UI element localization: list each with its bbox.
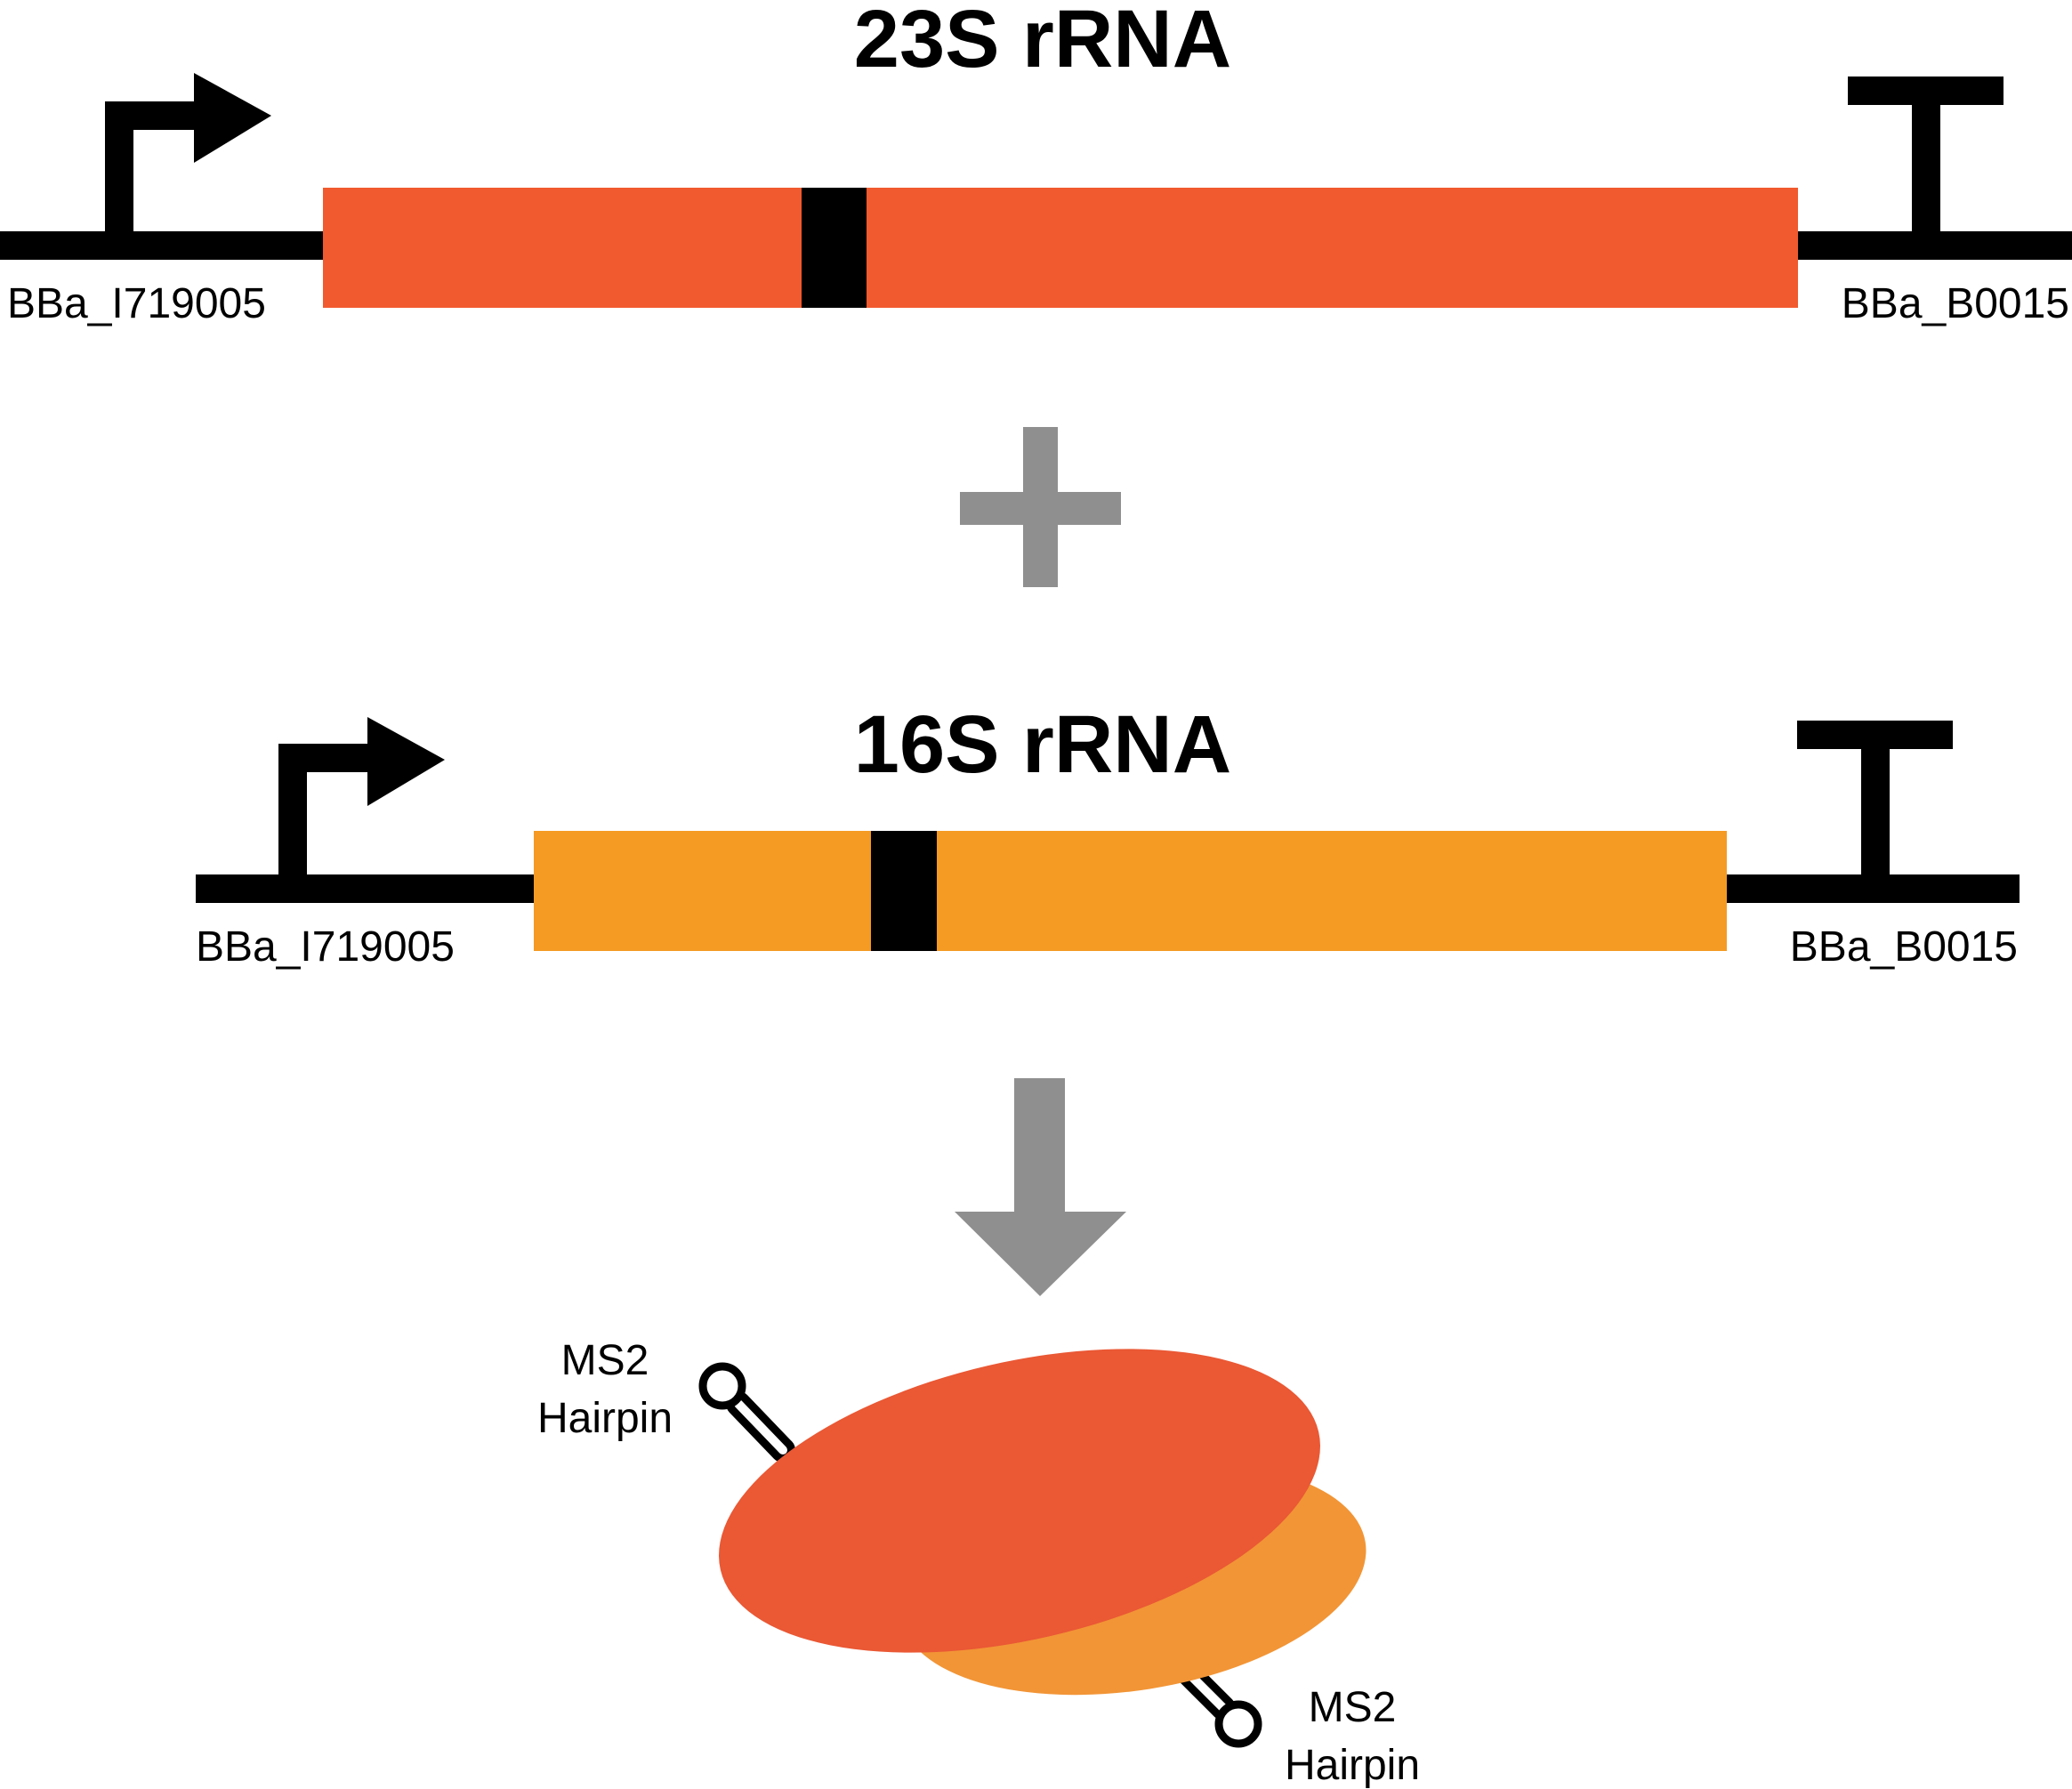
rrna-16s-gene <box>534 831 1727 951</box>
ms2-hairpin-bottom-label-line2: Hairpin <box>1285 1742 1420 1789</box>
construct-23s-title: 23S rRNA <box>854 0 1231 85</box>
ms2-hairpin-bottom-label-line1: MS2 <box>1309 1684 1397 1731</box>
construct-23s: 23S rRNA BBa_I719005 BBa_B0015 <box>0 0 2072 327</box>
rrna-16s-insert-marker <box>871 831 937 951</box>
dna-backbone-16s-left <box>196 874 536 903</box>
terminator-icon <box>1848 77 2003 246</box>
ribosome-large-subunit <box>719 1349 1320 1653</box>
ms2-hairpin-top-icon <box>698 1362 795 1463</box>
down-arrow-icon <box>955 1078 1126 1296</box>
ribosome <box>698 1349 1367 1748</box>
promoter-label-23s: BBa_I719005 <box>7 280 266 327</box>
plus-icon <box>960 427 1121 587</box>
promoter-label-16s: BBa_I719005 <box>196 923 455 971</box>
construct-16s-title: 16S rRNA <box>854 699 1231 790</box>
promoter-icon <box>278 717 445 890</box>
ms2-hairpin-top-label-line2: Hairpin <box>537 1395 673 1442</box>
terminator-label-16s: BBa_B0015 <box>1790 923 2018 971</box>
rrna-23s-gene <box>323 188 1798 308</box>
promoter-icon <box>105 73 271 247</box>
rrna-23s-insert-marker <box>802 188 867 308</box>
ms2-hairpin-top-label-line1: MS2 <box>561 1337 649 1384</box>
dna-backbone-23s-left <box>0 231 325 260</box>
terminator-icon <box>1797 721 1953 881</box>
construct-16s: 16S rRNA BBa_I719005 BBa_B0015 <box>196 699 2020 971</box>
terminator-label-23s: BBa_B0015 <box>1842 280 2069 327</box>
